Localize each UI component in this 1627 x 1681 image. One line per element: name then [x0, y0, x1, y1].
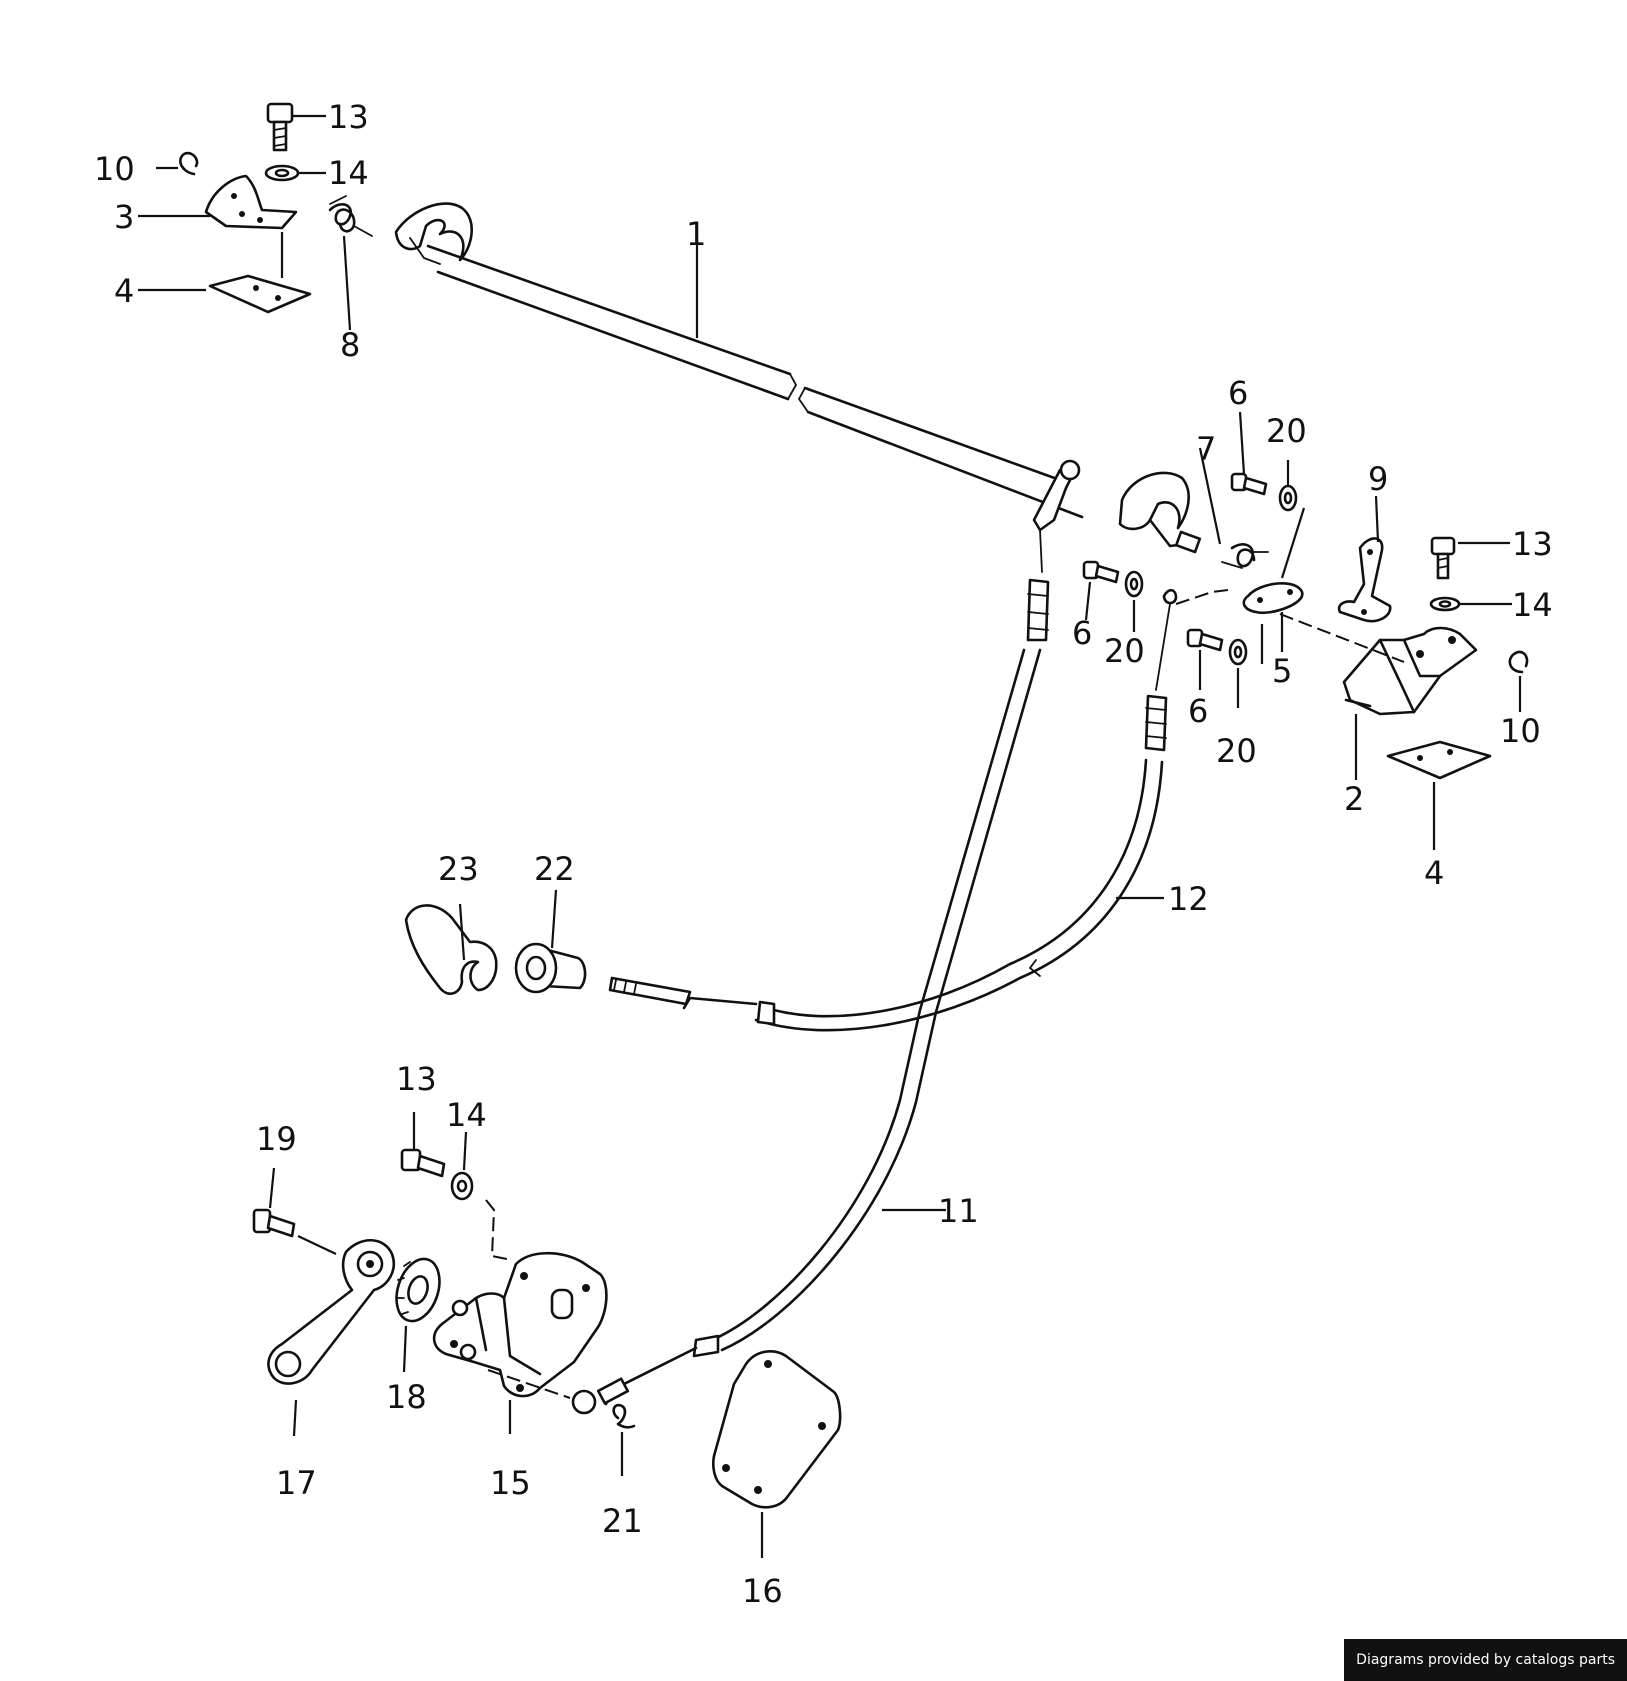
part-8-spring [328, 195, 373, 237]
washer-to-link-line [1280, 507, 1306, 579]
part-5-link [1242, 581, 1304, 615]
part-14-washer-left [264, 164, 300, 182]
callout-2: 2 [1344, 780, 1364, 818]
part-6-screw-mid [1082, 560, 1120, 584]
part-7-spring [1221, 543, 1269, 569]
callout-17: 17 [276, 1464, 317, 1502]
callout-8: 8 [340, 326, 360, 364]
part-18-bushing [395, 1257, 441, 1323]
callout-11: 11 [938, 1192, 979, 1230]
part-23-hook [404, 904, 498, 995]
part-19-bolt [252, 1208, 296, 1238]
part-12-cable [608, 588, 1178, 1032]
callout-13: 13 [1512, 525, 1553, 563]
callout-12: 12 [1168, 880, 1209, 918]
callout-6: 6 [1188, 692, 1208, 730]
callout-19: 19 [256, 1120, 297, 1158]
callout-1: 1 [686, 215, 706, 253]
part-20-washer-mid [1124, 570, 1144, 598]
callout-4: 4 [1424, 854, 1444, 892]
part-20-washer-low [1228, 638, 1248, 666]
part-22-bushing [514, 942, 587, 994]
callout-16: 16 [742, 1572, 783, 1610]
callout-6: 6 [1228, 374, 1248, 412]
part-2-bracket [1342, 626, 1478, 716]
part-17-pedal-arm [267, 1239, 395, 1385]
callout-13: 13 [328, 98, 369, 136]
part-3-bracket [204, 174, 298, 230]
assembly-dash-4 [487, 1369, 571, 1399]
callout-5: 5 [1272, 652, 1292, 690]
bolt-to-arm-line [297, 1235, 337, 1255]
part-13-bolt-left [266, 102, 294, 152]
leader-lines [138, 114, 1522, 1558]
callout-18: 18 [386, 1378, 427, 1416]
callout-20: 20 [1216, 732, 1257, 770]
shaft-end-clamp [1118, 471, 1202, 554]
part-1-shaft [394, 202, 1084, 519]
callout-14: 14 [446, 1096, 487, 1134]
part-14-washer-bottom [450, 1171, 474, 1201]
callout-4: 4 [114, 272, 134, 310]
callout-21: 21 [602, 1502, 643, 1540]
callout-14: 14 [1512, 586, 1553, 624]
part-6-screw-low [1186, 628, 1224, 652]
callout-22: 22 [534, 850, 575, 888]
part-14-washer-right [1429, 596, 1461, 612]
callout-labels: 1 2 3 4 4 5 6 6 6 7 8 9 10 10 11 12 13 1… [94, 98, 1553, 1610]
callout-13: 13 [396, 1060, 437, 1098]
part-10-clip-left [179, 151, 199, 176]
part-6-screw-top [1230, 472, 1268, 496]
callout-20: 20 [1266, 412, 1307, 450]
part-4-gasket-left [208, 274, 312, 314]
part-11-cable [571, 459, 1081, 1415]
callout-9: 9 [1368, 460, 1388, 498]
part-13-bolt-right [1430, 536, 1456, 580]
callout-20: 20 [1104, 632, 1145, 670]
assembly-dash-3 [485, 1199, 513, 1261]
part-16-cover-plate [711, 1350, 842, 1509]
callout-14: 14 [328, 154, 369, 192]
assembly-dash-1 [1175, 589, 1229, 605]
part-15-pedal-housing [432, 1251, 608, 1398]
credit-badge: Diagrams provided by catalogs parts [1344, 1639, 1627, 1681]
part-4-gasket-right [1386, 740, 1492, 780]
part-9-lever [1337, 537, 1392, 623]
callout-15: 15 [490, 1464, 531, 1502]
callout-10: 10 [94, 150, 135, 188]
callout-3: 3 [114, 198, 134, 236]
callout-10: 10 [1500, 712, 1541, 750]
assembly-dash-2 [1279, 613, 1405, 663]
part-13-bolt-bottom [400, 1148, 446, 1178]
callout-7: 7 [1196, 430, 1216, 468]
part-21-clip [612, 1403, 636, 1429]
part-10-clip-right [1508, 650, 1529, 674]
callout-23: 23 [438, 850, 479, 888]
part-20-washer-top [1278, 484, 1298, 512]
callout-6: 6 [1072, 614, 1092, 652]
